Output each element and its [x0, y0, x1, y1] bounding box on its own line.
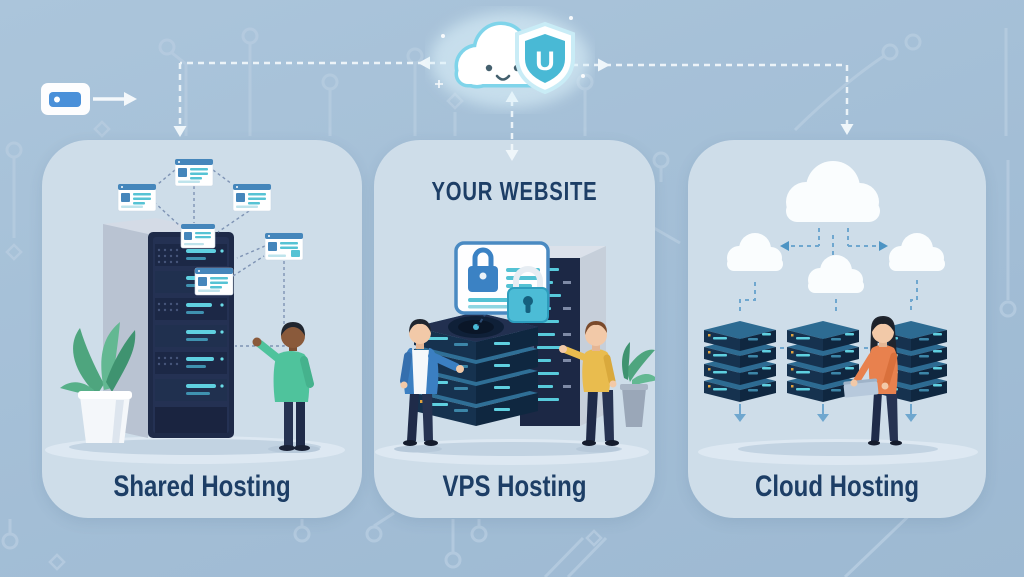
cloud-network: [727, 161, 945, 293]
solid-arrow-right: [93, 92, 137, 106]
floor-shadow: [69, 439, 321, 455]
person-left: [394, 319, 464, 453]
padlock-icon: [507, 266, 549, 323]
hosting-provider-mascot: U: [425, 6, 595, 114]
website-card: [180, 223, 216, 249]
rack-rows: [155, 244, 227, 401]
vps-hosting-illustration: [375, 241, 655, 465]
shield-icon: U: [515, 21, 575, 95]
stack-down-links: [739, 404, 912, 415]
vps-server-stack: [414, 312, 538, 426]
chain-link: [477, 312, 487, 327]
rack-dot-matrix: [157, 248, 179, 366]
floor-shadow: [738, 442, 938, 456]
website-card: [232, 183, 272, 212]
cloud-hosting-illustration: [698, 161, 978, 465]
website-cards: [117, 158, 304, 296]
potted-plant: [60, 322, 136, 443]
stack-cap: [414, 312, 538, 342]
cloud-server-stacks: [704, 321, 947, 422]
person-right: [559, 321, 620, 453]
device-card-icon: [41, 83, 90, 115]
vps-hosting-label: VPS Hosting: [442, 470, 587, 503]
your-website-heading: YOUR WEBSITE: [431, 176, 598, 206]
cloud-links: [739, 228, 918, 349]
stack-down-arrows: [734, 414, 917, 422]
small-plant: [620, 342, 655, 427]
mascot-graphic: U: [430, 12, 590, 108]
website-card: [264, 232, 304, 261]
website-card: [194, 267, 234, 296]
big-cloud: [786, 161, 880, 222]
card-lock-shackle: [472, 247, 494, 266]
website-links: [153, 169, 285, 347]
person-pointing: [252, 322, 320, 453]
person-with-laptop: [843, 316, 902, 446]
floor-shadow: [402, 442, 622, 456]
shield-letter: U: [535, 46, 555, 76]
website-card: [174, 158, 214, 187]
shared-hosting-illustration: [45, 158, 345, 464]
cloud-hosting-label: Cloud Hosting: [755, 470, 919, 503]
panel-vps-hosting: YOUR WEBSITE VPS Hosting: [374, 140, 655, 518]
panel-cloud-hosting: Cloud Hosting: [688, 140, 986, 518]
panel-shared-hosting: Shared Hosting: [42, 140, 362, 518]
sparkles: [435, 16, 585, 88]
dashed-connectors: [178, 61, 849, 152]
website-card: [117, 183, 157, 212]
shared-hosting-label: Shared Hosting: [113, 470, 291, 503]
